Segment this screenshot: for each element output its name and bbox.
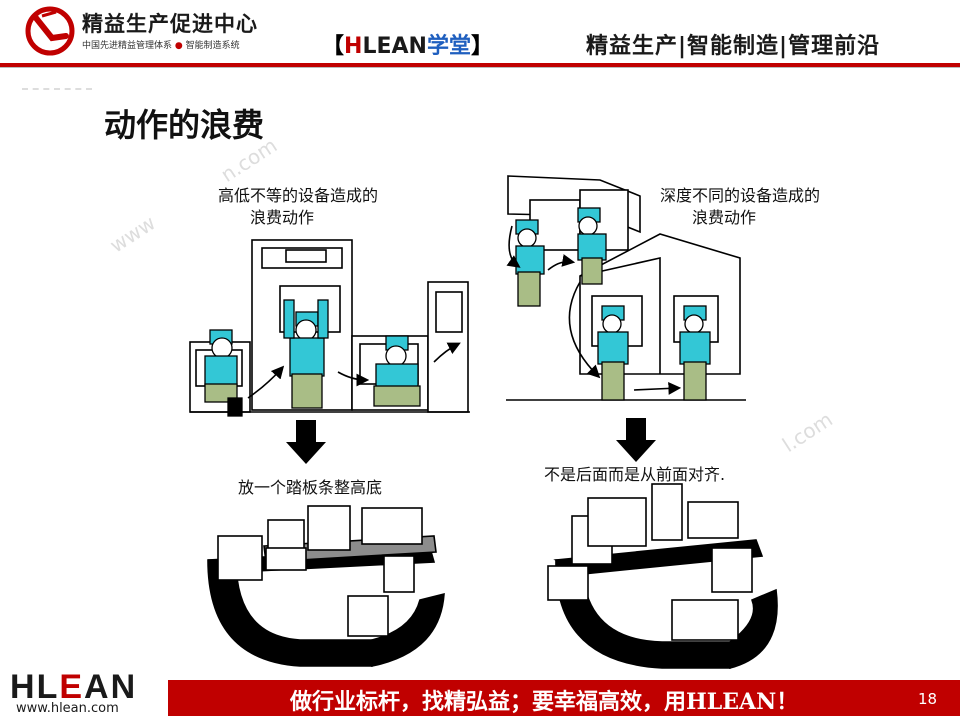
right-caption-line1: 深度不同的设备造成的	[660, 186, 821, 205]
header-divider	[0, 63, 960, 67]
brand-h: H	[344, 34, 363, 59]
logo-h: H	[10, 668, 37, 706]
left-caption-line2: 浪费动作	[250, 208, 315, 227]
header-subdivider	[0, 67, 960, 68]
bracket-close: 】	[470, 34, 493, 59]
footer-logo: HLEAN	[10, 668, 137, 707]
footer-url-link[interactable]: www.hlean.com	[16, 701, 119, 716]
left-caption: 高低不等的设备造成的 浪费动作	[218, 185, 378, 229]
footer-bar	[168, 680, 960, 716]
worker-crouching-left	[204, 329, 243, 417]
right-caption: 深度不同的设备造成的 浪费动作	[660, 185, 820, 229]
brand-lean: LEAN	[362, 34, 427, 59]
header-tagline: 精益生产|智能制造|管理前沿	[586, 34, 881, 59]
worker-standing-middle	[283, 299, 329, 409]
worker-right-1	[515, 219, 545, 307]
worker-right-4	[679, 305, 711, 401]
bracket-open: 【	[322, 34, 345, 59]
down-arrow-left-icon	[286, 420, 326, 464]
footer-slogan: 做行业标杆，找精弘益；要幸福高效，用HLEAN！	[290, 689, 799, 715]
logo-l: L	[36, 668, 60, 706]
right-result-caption: 不是后面而是从前面对齐.	[544, 465, 726, 484]
page-number: 18	[918, 690, 938, 708]
left-u-line-illustration	[207, 505, 445, 667]
org-name: 精益生产促进中心	[82, 12, 258, 36]
org-subtitle: 中国先进精益管理体系 ● 智能制造系统	[82, 38, 240, 51]
logo-an: AN	[84, 668, 138, 706]
logo-e: E	[59, 668, 85, 706]
header: 精益生产促进中心 中国先进精益管理体系 ● 智能制造系统 【HLEAN学堂】 精…	[0, 0, 960, 70]
logo-emblem-icon	[25, 6, 75, 56]
brand-label: 【HLEAN学堂】	[322, 28, 493, 60]
down-arrow-right-icon	[616, 418, 656, 462]
left-caption-line1: 高低不等的设备造成的	[218, 186, 379, 205]
brand-cn: 学堂	[426, 34, 471, 59]
left-result-caption: 放一个踏板条整高底	[238, 478, 383, 497]
org-subtitle-b: 智能制造系统	[185, 41, 240, 51]
slide-title: 动作的浪费	[104, 106, 265, 144]
right-motion-arrows	[506, 225, 682, 395]
bullet-dot-icon: ●	[174, 41, 183, 51]
worker-right-2	[577, 207, 607, 285]
org-subtitle-a: 中国先进精益管理体系	[82, 41, 173, 51]
worker-right-3	[597, 305, 629, 401]
left-motion-arrows	[247, 342, 461, 399]
right-caption-line2: 浪费动作	[692, 208, 757, 227]
worker-squatting-right	[373, 335, 421, 407]
right-u-line-illustration	[547, 483, 778, 670]
dash-decoration	[22, 88, 92, 90]
